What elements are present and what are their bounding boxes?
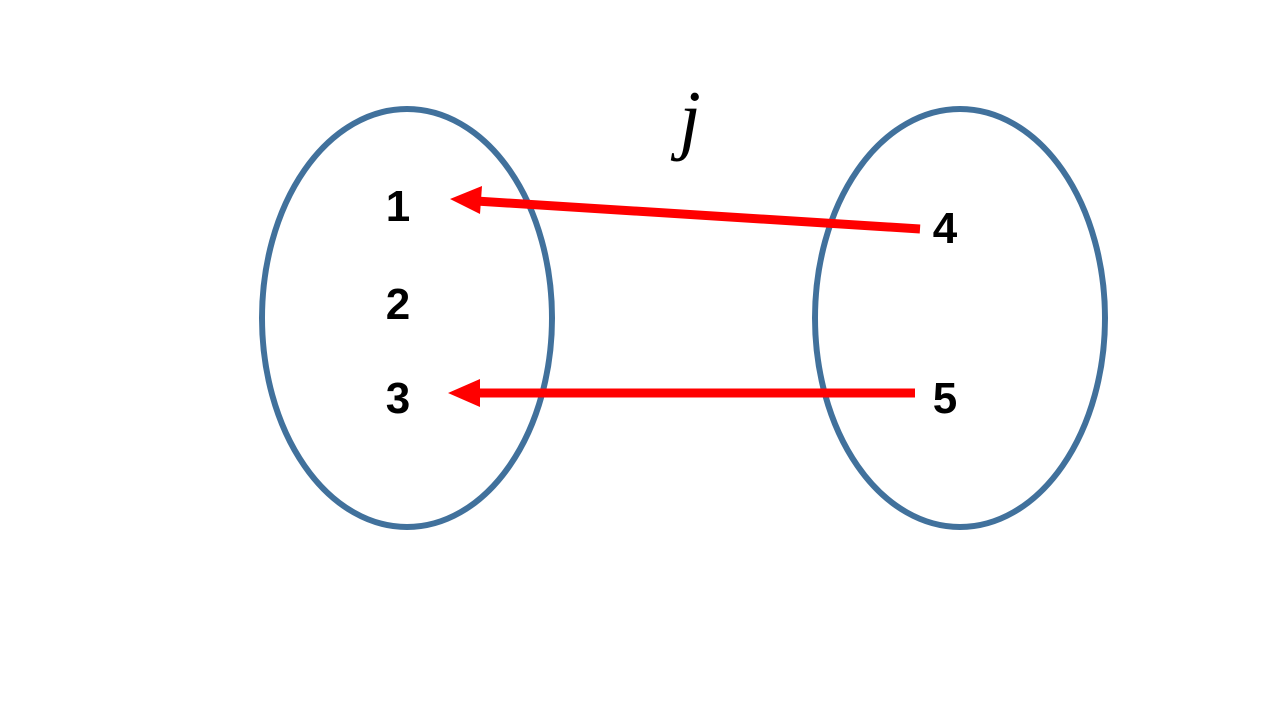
arrow-4-to-1-line [475,196,921,234]
left-set-ellipse [259,106,555,530]
left-element-3: 3 [386,374,410,423]
left-element-2: 2 [386,280,410,329]
right-element-5: 5 [933,374,957,423]
function-label: j [670,75,701,162]
arrow-5-to-3-head-icon [448,379,480,407]
right-element-4: 4 [933,204,958,253]
left-element-1: 1 [386,182,410,231]
arrow-4-to-1-head-icon [450,186,482,214]
right-set-ellipse [812,106,1108,530]
